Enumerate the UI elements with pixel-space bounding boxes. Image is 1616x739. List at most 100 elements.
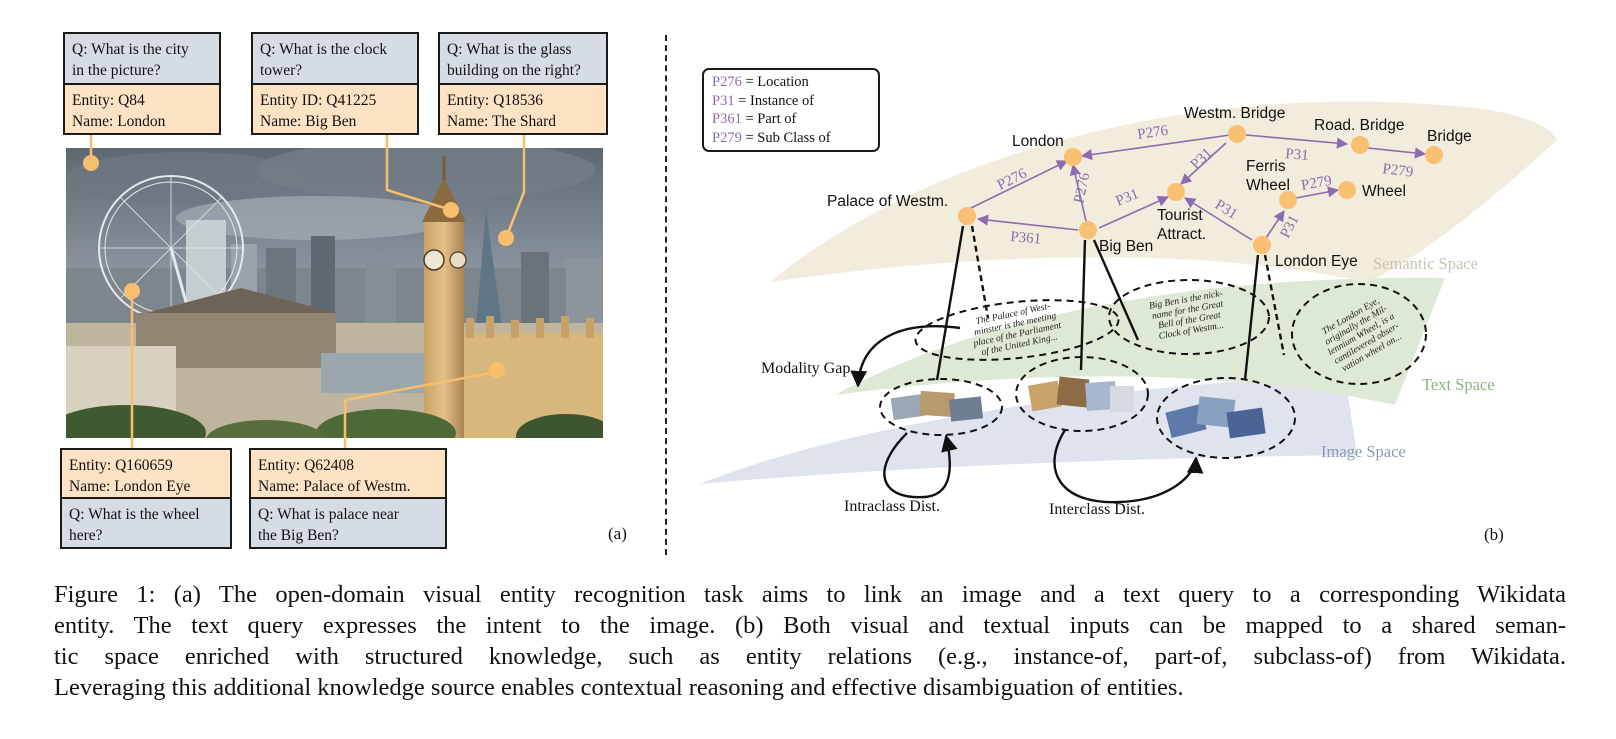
legend-meaning: = Location [741, 74, 809, 90]
node-westm-bridge [1228, 125, 1246, 143]
question-londoneye: Q: What is the wheel here? [60, 497, 232, 549]
question-bigben: Q: What is the clock tower? [251, 32, 419, 85]
node-road-bridge [1351, 136, 1369, 154]
node-label-road-bridge: Road. Bridge [1314, 117, 1404, 134]
entity-shard: Entity: Q18536 Name: The Shard [438, 83, 608, 135]
legend-meaning: = Part of [741, 111, 797, 127]
legend-row: P276 = Location [712, 73, 870, 92]
marker-shard [498, 230, 514, 246]
edge-eye-tourist [1184, 197, 1253, 241]
question-palace: Q: What is palace near the Big Ben? [249, 497, 447, 549]
edge-label-ferris-wheel: P279 [1300, 173, 1333, 194]
node-label-ferris-1: Ferris [1246, 158, 1286, 175]
photo-illustration [66, 148, 603, 438]
node-wheel [1338, 181, 1356, 199]
edge-label-westm-road: P31 [1285, 146, 1310, 164]
node-label-bridge: Bridge [1427, 128, 1472, 145]
image-cluster-palace [879, 378, 1003, 436]
edge-label-bigben-palace: P361 [1010, 229, 1042, 248]
legend-meaning: = Instance of [734, 92, 815, 109]
node-london-eye [1253, 236, 1271, 254]
image-cluster-eye [1156, 377, 1296, 459]
link-bigben-image [1079, 239, 1087, 371]
node-palace [958, 207, 976, 225]
link-bigben-text [1092, 239, 1140, 341]
panel-b-label: (b) [1484, 525, 1504, 544]
node-ferris-wheel [1279, 191, 1297, 209]
interclass-label: Interclass Dist. [1049, 501, 1145, 518]
interclass-arrow [1053, 429, 1204, 504]
node-label-london-eye: London Eye [1275, 253, 1358, 270]
caption-line: tic space enriched with structured knowl… [54, 643, 1566, 670]
text-space-label: Text Space [1422, 375, 1495, 394]
edge-bigben-tourist [1098, 196, 1170, 229]
edge-bigben-palace [976, 214, 1079, 231]
text-space-band [835, 277, 1445, 405]
legend-meaning: = Sub Class of [741, 129, 831, 146]
semantic-space-label: Semantic Space [1373, 254, 1478, 273]
edge-westm-tourist [1180, 142, 1227, 185]
node-big-ben [1079, 221, 1097, 239]
edge-bigben-london [1069, 163, 1087, 222]
marker-london [83, 155, 99, 171]
text-cluster-palace [914, 299, 1120, 361]
edge-palace-london [968, 160, 1069, 210]
entity-bigben: Entity ID: Q41225 Name: Big Ben [251, 83, 419, 135]
relation-legend: P276 = Location P31 = Instance of P361 =… [702, 68, 880, 152]
node-london [1064, 148, 1082, 166]
image-space-label: Image Space [1321, 442, 1406, 461]
edge-label-road-bridge: P279 [1382, 161, 1415, 181]
entity-london: Entity: Q84 Name: London [63, 83, 221, 135]
node-tourist [1167, 183, 1185, 201]
marker-palace [489, 362, 505, 378]
node-label-tourist-2: Attract. [1157, 226, 1206, 243]
legend-code: P361 [712, 111, 742, 127]
connector-palace [343, 370, 498, 449]
modality-gap-label: Modality Gap [761, 360, 850, 377]
edge-ferris-wheel [1295, 186, 1340, 199]
marker-bigben [443, 202, 459, 218]
text-cluster-eye [1291, 283, 1427, 385]
caption-line: Leveraging this additional knowledge sou… [54, 674, 1184, 701]
edge-westm-road [1245, 134, 1349, 149]
edge-label-westm-london: P276 [1136, 123, 1169, 143]
marker-londoneye [124, 283, 140, 299]
edge-westm-london [1080, 134, 1231, 161]
link-eye-image [1243, 254, 1260, 381]
caption-line: entity. The text query expresses the int… [54, 612, 1566, 639]
legend-row: P31 = Instance of [712, 92, 870, 111]
question-shard: Q: What is the glass building on the rig… [438, 32, 608, 85]
panel-divider [665, 35, 667, 555]
image-cluster-bigben [1015, 356, 1149, 432]
panel-a-label: (a) [608, 524, 627, 543]
london-photo [66, 148, 603, 438]
intraclass-arrow [883, 432, 958, 499]
edge-label-bigben-london: P276 [1071, 171, 1093, 205]
text-cluster-bigben [1108, 279, 1270, 355]
caption-line: Figure 1: (a) The open-domain visual ent… [54, 581, 1566, 608]
edge-road-bridge [1367, 147, 1427, 159]
legend-code: P276 [712, 74, 742, 90]
intraclass-label: Intraclass Dist. [844, 498, 940, 515]
node-label-ferris-2: Wheel [1246, 177, 1290, 194]
legend-row: P279 = Sub Class of [712, 129, 870, 148]
legend-row: P361 = Part of [712, 110, 870, 129]
edge-eye-ferris [1265, 210, 1285, 239]
figure-caption: Figure 1: (a) The open-domain visual ent… [54, 579, 1566, 703]
node-label-palace: Palace of Westm. [827, 193, 948, 210]
link-palace-text [970, 225, 990, 319]
node-label-big-ben: Big Ben [1099, 238, 1153, 255]
image-thumbnails [890, 376, 1266, 439]
connector-bigben [385, 134, 452, 212]
node-label-westm-bridge: Westm. Bridge [1184, 105, 1285, 122]
node-label-london: London [1012, 133, 1064, 150]
link-palace-image [935, 225, 965, 381]
modality-gap-arrow [850, 325, 961, 388]
link-eye-text [1263, 254, 1286, 356]
legend-code: P279 [712, 129, 742, 146]
node-bridge [1425, 146, 1443, 164]
legend-code: P31 [712, 92, 735, 109]
